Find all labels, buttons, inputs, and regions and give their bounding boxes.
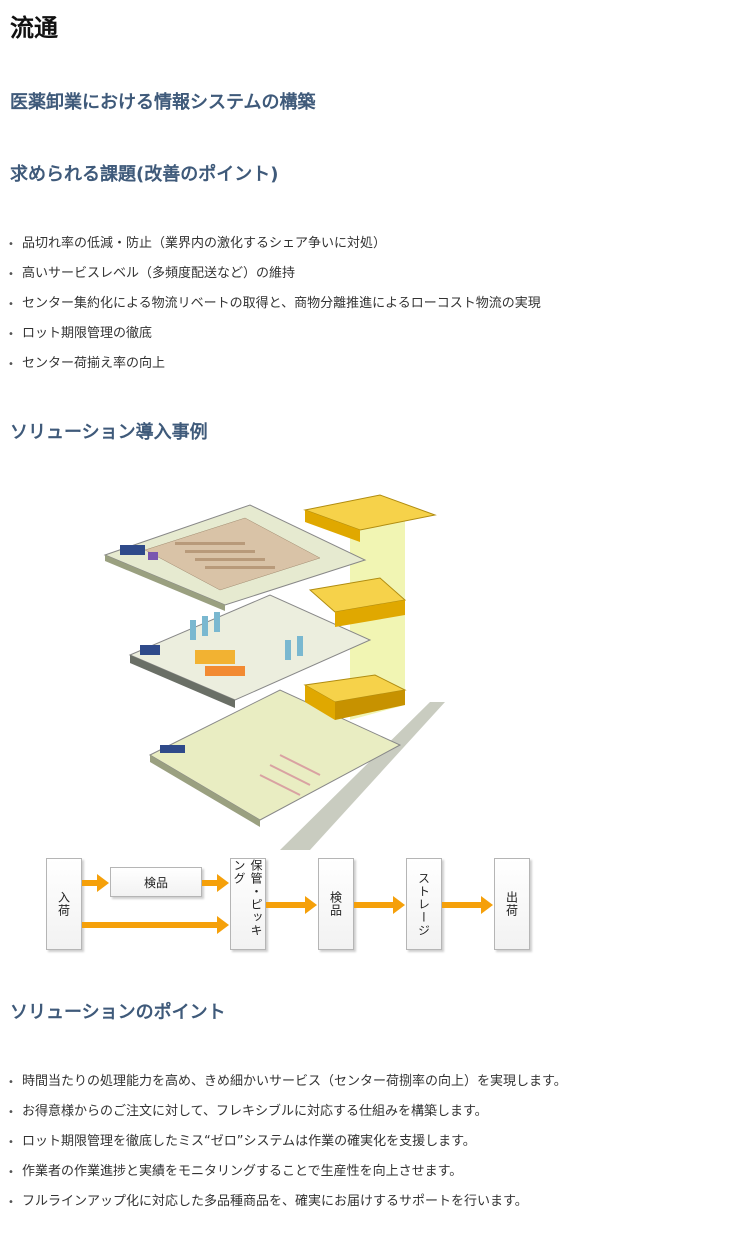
flow-arrow — [266, 896, 317, 914]
flow-step-storage-picking: 保管・ピッキング — [230, 858, 266, 950]
list-item: お得意様からのご注文に対して、フレキシブルに対応する仕組みを構築します。 — [8, 1097, 567, 1127]
flow-arrow — [442, 896, 493, 914]
list-item: センター荷揃え率の向上 — [8, 349, 541, 379]
process-flow-diagram: 入荷 検品 保管・ピッキング 検品 ストレージ 出荷 — [46, 858, 536, 954]
flow-step-inspection-2: 検品 — [318, 858, 354, 950]
subtitle-heading: 医薬卸業における情報システムの構築 — [10, 92, 316, 113]
list-item: フルラインアップ化に対応した多品種商品を、確実にお届けするサポートを行います。 — [8, 1187, 567, 1217]
flow-arrow — [82, 916, 229, 934]
points-heading: ソリューションのポイント — [10, 1002, 226, 1023]
list-item: 品切れ率の低減・防止（業界内の激化するシェア争いに対処） — [8, 229, 541, 259]
list-item: 作業者の作業進捗と実績をモニタリングすることで生産性を向上させます。 — [8, 1157, 567, 1187]
flow-arrow — [354, 896, 405, 914]
flow-arrow — [202, 874, 229, 892]
flow-step-shipping: 出荷 — [494, 858, 530, 950]
challenges-heading: 求められる課題(改善のポイント) — [10, 164, 279, 185]
page-title: 流通 — [10, 14, 58, 42]
challenges-list: 品切れ率の低減・防止（業界内の激化するシェア争いに対処） 高いサービスレベル（多… — [8, 229, 541, 379]
list-item: ロット期限管理の徹底 — [8, 319, 541, 349]
list-item: 高いサービスレベル（多頻度配送など）の維持 — [8, 259, 541, 289]
flow-step-inspection-1: 検品 — [110, 867, 202, 897]
points-list: 時間当たりの処理能力を高め、きめ細かいサービス（センター荷捌率の向上）を実現しま… — [8, 1067, 567, 1217]
list-item: ロット期限管理を徹底したミス“ゼロ”システムは作業の確実化を支援します。 — [8, 1127, 567, 1157]
list-item: 時間当たりの処理能力を高め、きめ細かいサービス（センター荷捌率の向上）を実現しま… — [8, 1067, 567, 1097]
case-study-heading: ソリューション導入事例 — [10, 422, 208, 443]
flow-step-receiving: 入荷 — [46, 858, 82, 950]
list-item: センター集約化による物流リベートの取得と、商物分離推進によるローコスト物流の実現 — [8, 289, 541, 319]
flow-step-storage: ストレージ — [406, 858, 442, 950]
flow-arrow — [82, 874, 109, 892]
warehouse-isometric-illustration — [103, 494, 445, 850]
